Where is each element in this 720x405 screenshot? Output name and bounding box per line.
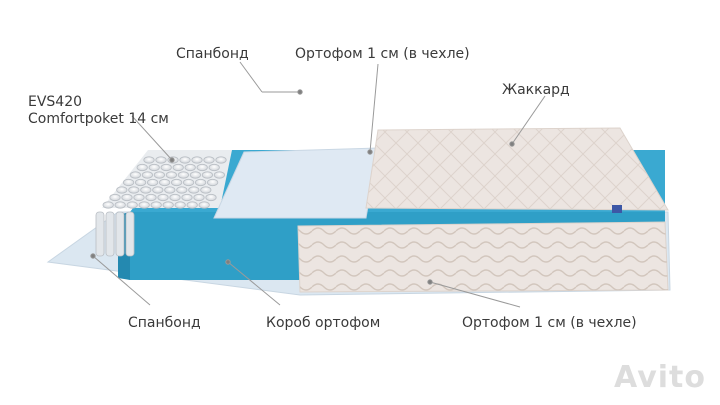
spring-coil xyxy=(177,171,189,179)
spring-coil xyxy=(196,163,208,172)
spring-coil xyxy=(198,201,210,209)
spring-coil xyxy=(126,201,138,209)
spring-coil xyxy=(183,178,195,187)
spring-coil xyxy=(195,178,207,187)
spring-coil xyxy=(169,193,181,202)
spring-coil xyxy=(145,193,157,202)
spring-coil-front xyxy=(125,211,135,257)
spring-coil xyxy=(201,171,213,179)
label-orthofoam-box: Короб ортофом xyxy=(266,315,381,331)
label-spring-block-model: EVS420 xyxy=(28,94,83,110)
spring-coil xyxy=(159,178,171,187)
spring-coil xyxy=(135,178,147,187)
spring-coil xyxy=(174,201,186,209)
spring-coil xyxy=(153,171,165,179)
avito-watermark-text: Avito xyxy=(614,360,706,395)
label-orthofoam-bottom: Ортофом 1 см (в чехле) xyxy=(462,315,637,331)
label-spring-block: EVS420 Comfortpoket 14 см xyxy=(28,94,169,128)
spring-coil xyxy=(143,156,155,164)
label-orthofoam-top: Ортофом 1 см (в чехле) xyxy=(295,46,470,62)
spring-coil xyxy=(200,186,212,194)
spring-coil xyxy=(172,163,184,172)
spring-coil xyxy=(186,201,198,209)
spring-coil xyxy=(123,178,135,187)
spring-coil xyxy=(109,193,121,202)
spring-coil xyxy=(213,171,225,179)
spring-coil xyxy=(128,186,140,194)
spring-coil xyxy=(205,193,217,202)
spring-coil xyxy=(147,178,159,187)
spring-coil xyxy=(116,186,128,194)
spring-coil xyxy=(164,186,176,194)
spring-coil xyxy=(203,156,215,164)
spring-coil xyxy=(165,171,177,179)
spring-coil xyxy=(179,156,191,164)
spring-coil xyxy=(150,201,162,209)
spring-coil xyxy=(138,201,150,209)
leader-lines xyxy=(90,61,546,308)
spring-coil xyxy=(102,201,114,209)
spring-coil xyxy=(160,163,172,172)
spring-coil xyxy=(155,156,167,164)
spring-coil xyxy=(207,178,219,187)
spring-coil-front xyxy=(115,211,125,257)
spring-coil xyxy=(189,171,201,179)
spring-coil xyxy=(184,163,196,172)
spring-coil xyxy=(133,193,145,202)
spring-coil xyxy=(136,163,148,172)
spring-coil xyxy=(181,193,193,202)
spring-coil xyxy=(215,156,227,164)
label-spunbond-bottom: Спанбонд xyxy=(128,315,201,331)
spring-coil xyxy=(188,186,200,194)
spring-coil xyxy=(148,163,160,172)
spring-coil xyxy=(157,193,169,202)
label-spunbond-top: Спанбонд xyxy=(176,46,249,62)
spring-coil-front xyxy=(105,211,115,257)
spring-coil xyxy=(129,171,141,179)
spring-coils xyxy=(95,156,227,257)
spring-coil xyxy=(141,171,153,179)
spring-coil xyxy=(191,156,203,164)
brand-tag xyxy=(612,205,622,213)
spring-coil xyxy=(162,201,174,209)
avito-watermark: Avito xyxy=(614,360,706,395)
spring-coil-front xyxy=(95,211,105,257)
spring-coil xyxy=(121,193,133,202)
spring-coil xyxy=(193,193,205,202)
spring-coil xyxy=(171,178,183,187)
label-jacquard: Жаккард xyxy=(502,82,570,98)
spring-coil xyxy=(176,186,188,194)
label-spring-block-spec: Comfortpoket 14 см xyxy=(28,111,169,127)
spring-coil xyxy=(152,186,164,194)
spring-coil xyxy=(140,186,152,194)
jacquard-quilt-pattern xyxy=(366,128,668,210)
spring-coil xyxy=(114,201,126,209)
orthofoam-wave-pattern xyxy=(298,222,668,292)
spring-coil xyxy=(208,163,220,172)
